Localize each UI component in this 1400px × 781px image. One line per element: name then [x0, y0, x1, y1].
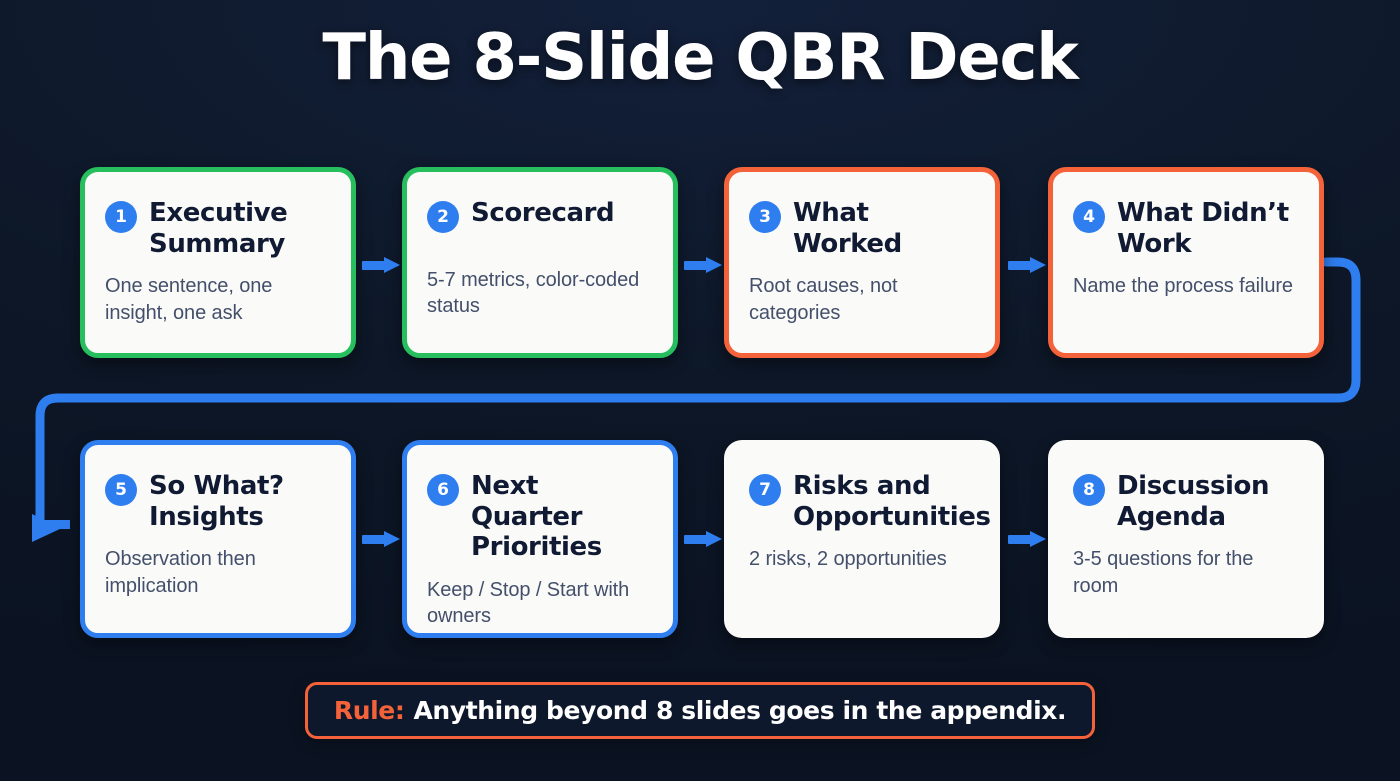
arrow-5-to-6 [362, 531, 400, 547]
step-card-8[interactable]: 8 Discussion Agenda 3-5 questions for th… [1048, 440, 1324, 638]
arrow-2-to-3 [684, 257, 722, 273]
rule-label: Rule: [333, 696, 405, 725]
step-badge-2: 2 [427, 201, 459, 233]
card-title: Discussion Agenda [1117, 471, 1270, 532]
card-header: 1 Executive Summary [105, 198, 331, 259]
arrow-6-to-7 [684, 531, 722, 547]
card-body: Root causes, not categories [749, 275, 898, 324]
card-title: So What? Insights [149, 471, 284, 532]
card-body: Keep / Stop / Start with owners [427, 579, 630, 628]
card-content: 2 Scorecard 5-7 metrics, color-coded sta… [407, 172, 673, 353]
card-body: Observation then implication [105, 548, 256, 597]
step-badge-7: 7 [749, 474, 781, 506]
card-body: 3-5 questions for the room [1073, 548, 1254, 597]
step-card-7[interactable]: 7 Risks and Opportunities 2 risks, 2 opp… [724, 440, 1000, 638]
card-body: One sentence, one insight, one ask [105, 275, 273, 324]
arrow-head-icon [1030, 531, 1046, 547]
card-content: 8 Discussion Agenda 3-5 questions for th… [1053, 445, 1319, 633]
step-card-3[interactable]: 3 What Worked Root causes, not categorie… [724, 167, 1000, 358]
card-body: 2 risks, 2 opportunities [749, 548, 947, 571]
card-title: Next Quarter Priorities [471, 471, 602, 563]
card-header: 6 Next Quarter Priorities [427, 471, 653, 563]
arrow-shaft [684, 535, 708, 544]
step-badge-6: 6 [427, 474, 459, 506]
card-header: 2 Scorecard [427, 198, 653, 233]
arrow-head-icon [706, 257, 722, 273]
step-badge-3: 3 [749, 201, 781, 233]
card-title: Executive Summary [149, 198, 288, 259]
step-card-1[interactable]: 1 Executive Summary One sentence, one in… [80, 167, 356, 358]
card-title: What Worked [793, 198, 902, 259]
arrow-1-to-2 [362, 257, 400, 273]
card-content: 3 What Worked Root causes, not categorie… [729, 172, 995, 353]
arrow-head-icon [1030, 257, 1046, 273]
card-header: 5 So What? Insights [105, 471, 331, 532]
arrow-head-icon [384, 257, 400, 273]
card-content: 1 Executive Summary One sentence, one in… [85, 172, 351, 353]
step-badge-1: 1 [105, 201, 137, 233]
step-card-6[interactable]: 6 Next Quarter Priorities Keep / Stop / … [402, 440, 678, 638]
arrow-shaft [684, 261, 708, 270]
arrow-3-to-4 [1008, 257, 1046, 273]
card-header: 3 What Worked [749, 198, 975, 259]
card-body: 5-7 metrics, color-coded status [427, 269, 640, 318]
card-header: 8 Discussion Agenda [1073, 471, 1299, 532]
card-header: 4 What Didn’t Work [1073, 198, 1299, 259]
page-title: The 8-Slide QBR Deck [322, 21, 1078, 95]
card-body: Name the process failure [1073, 275, 1293, 298]
card-title: What Didn’t Work [1117, 198, 1289, 259]
card-header: 7 Risks and Opportunities [749, 471, 991, 532]
card-content: 6 Next Quarter Priorities Keep / Stop / … [407, 445, 673, 633]
arrow-shaft [362, 535, 386, 544]
arrow-7-to-8 [1008, 531, 1046, 547]
step-card-5[interactable]: 5 So What? Insights Observation then imp… [80, 440, 356, 638]
step-card-4[interactable]: 4 What Didn’t Work Name the process fail… [1048, 167, 1324, 358]
card-content: 7 Risks and Opportunities 2 risks, 2 opp… [729, 445, 995, 633]
arrow-shaft [1008, 261, 1032, 270]
card-title: Scorecard [471, 198, 615, 228]
arrow-head-icon [384, 531, 400, 547]
card-title: Risks and Opportunities [793, 471, 991, 532]
rule-text: Anything beyond 8 slides goes in the app… [413, 696, 1067, 725]
step-badge-5: 5 [105, 474, 137, 506]
step-card-2[interactable]: 2 Scorecard 5-7 metrics, color-coded sta… [402, 167, 678, 358]
arrow-head-icon [706, 531, 722, 547]
card-content: 5 So What? Insights Observation then imp… [85, 445, 351, 633]
arrow-shaft [1008, 535, 1032, 544]
arrow-shaft [362, 261, 386, 270]
step-badge-8: 8 [1073, 474, 1105, 506]
rule-banner: Rule: Anything beyond 8 slides goes in t… [305, 682, 1095, 739]
step-badge-4: 4 [1073, 201, 1105, 233]
card-content: 4 What Didn’t Work Name the process fail… [1053, 172, 1319, 353]
